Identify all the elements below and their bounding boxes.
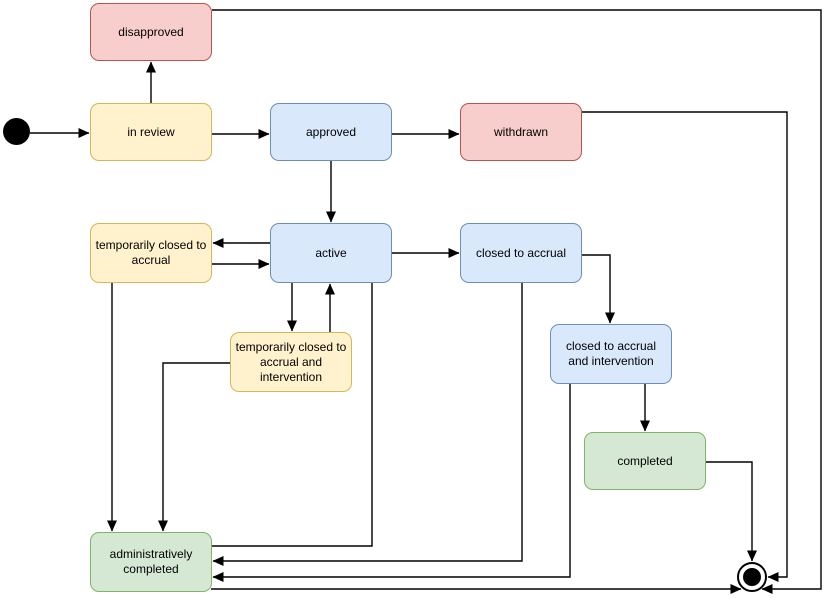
edge-withdrawn-to-final <box>582 111 788 582</box>
state-label: administratively completed <box>109 547 193 576</box>
edge-closed-accrual-intervention-to-administratively-completed <box>212 384 571 582</box>
state-withdrawn[interactable]: withdrawn <box>460 103 582 161</box>
state-administratively-completed[interactable]: administratively completed <box>90 532 212 592</box>
state-completed[interactable]: completed <box>584 432 706 490</box>
state-closed-to-accrual-and-intervention[interactable]: closed to accrual and intervention <box>550 324 672 384</box>
initial-state[interactable] <box>3 118 30 145</box>
state-disapproved[interactable]: disapproved <box>90 3 212 61</box>
edge-active-to-administratively-completed <box>212 283 373 547</box>
state-label: withdrawn <box>493 124 549 139</box>
state-label: active <box>315 245 347 260</box>
state-active[interactable]: active <box>270 223 392 283</box>
state-label: disapproved <box>118 24 184 39</box>
state-label: temporarily closed to accrual <box>95 238 207 267</box>
edge-disapproved-to-final <box>212 9 822 594</box>
state-label: completed <box>617 453 673 468</box>
state-temporarily-closed-to-accrual[interactable]: temporarily closed to accrual <box>90 223 212 283</box>
state-temporarily-closed-to-accrual-and-intervention[interactable]: temporarily closed to accrual and interv… <box>230 332 352 392</box>
state-in-review[interactable]: in review <box>90 103 212 161</box>
final-state-dot <box>743 568 761 586</box>
edge-closed-to-accrual-to-administratively-completed <box>212 283 523 566</box>
state-label: in review <box>127 124 175 139</box>
state-closed-to-accrual[interactable]: closed to accrual <box>460 223 582 283</box>
state-label: approved <box>305 124 357 139</box>
edge-temporarily-closed-accrual-intervention-to-administratively-completed <box>158 362 230 532</box>
state-label: temporarily closed to accrual and interv… <box>235 339 347 384</box>
edge-completed-to-final <box>706 461 757 562</box>
final-state[interactable] <box>737 562 767 592</box>
state-approved[interactable]: approved <box>270 103 392 161</box>
edge-closed-to-accrual-to-closed-accrual-intervention <box>582 254 615 324</box>
state-label: closed to accrual <box>475 245 567 260</box>
state-label: closed to accrual and intervention <box>565 339 657 368</box>
